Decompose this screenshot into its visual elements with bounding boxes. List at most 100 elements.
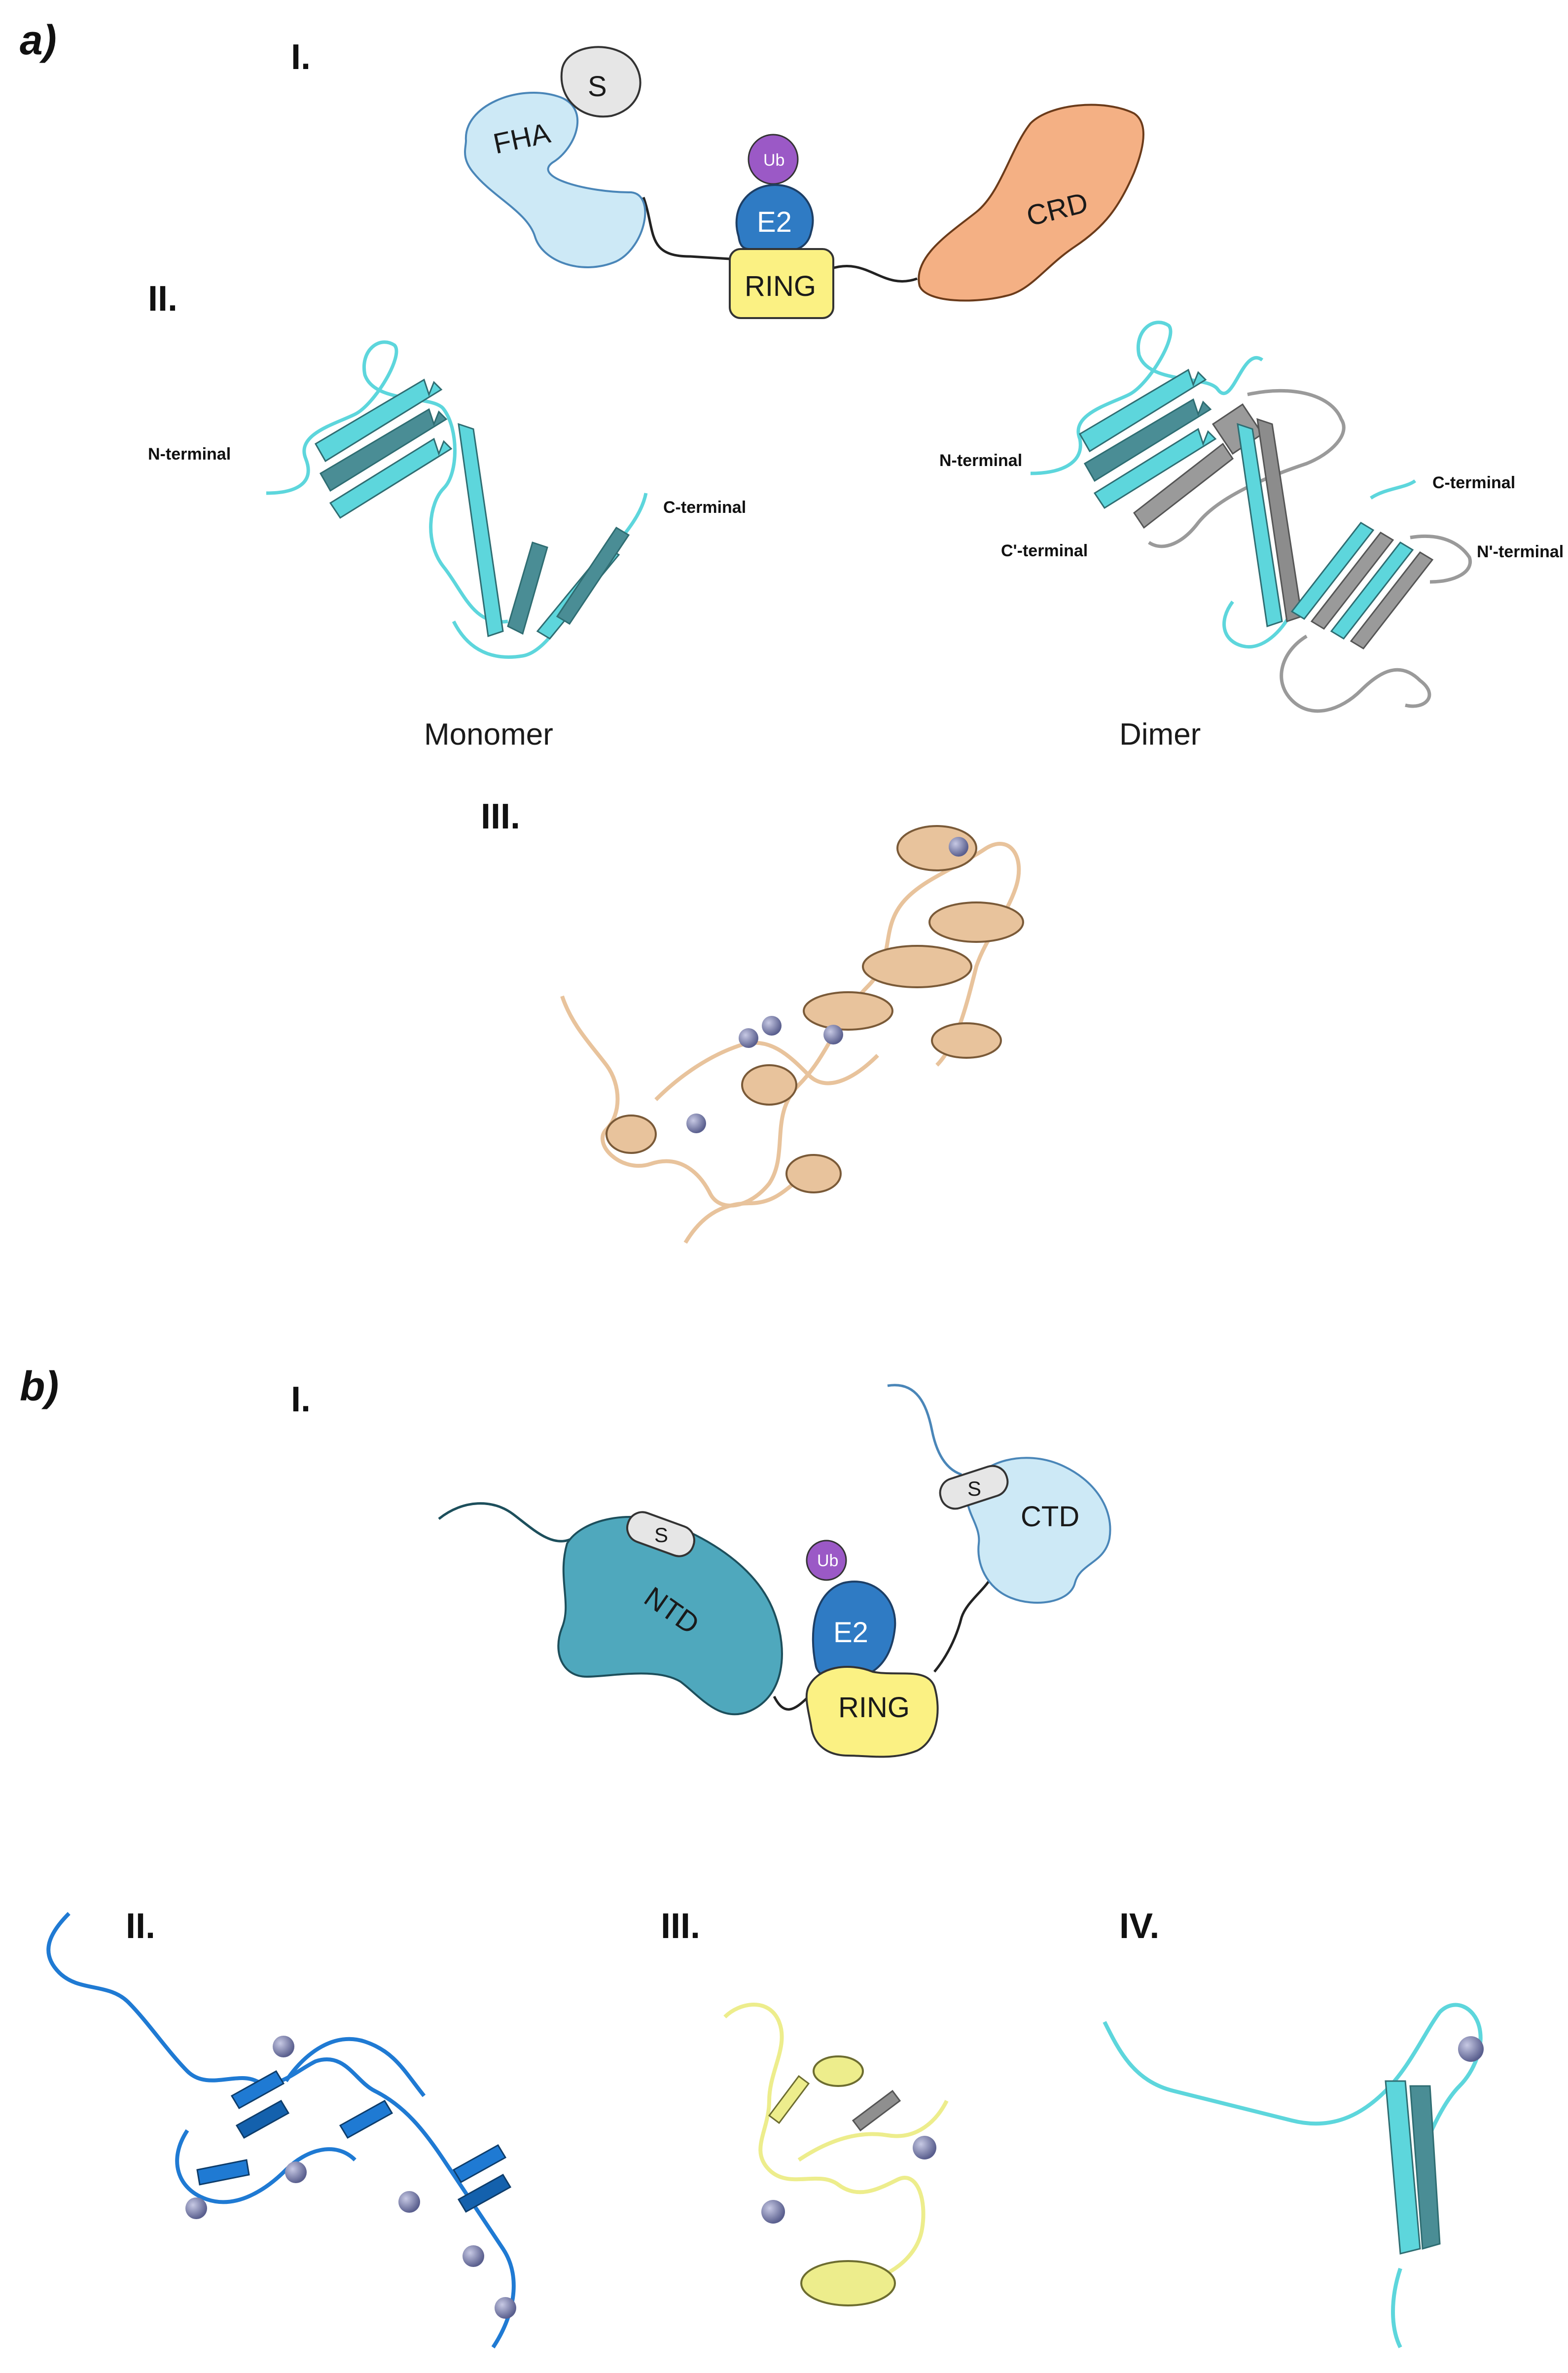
b-III-helix-1: [813, 2055, 864, 2087]
panel-b-II-label: II.: [126, 1906, 155, 1946]
b-IV-zinc-1: [1458, 2036, 1484, 2062]
b-ub-label: Ub: [817, 1551, 838, 1570]
monomer-strand-7: [556, 526, 630, 625]
ring-label: RING: [745, 270, 816, 302]
dimer-loop-gray: [1148, 389, 1346, 548]
s-left-label: S: [654, 1523, 668, 1546]
panel-b-I-label: I.: [291, 1380, 311, 1419]
dimer-strand-7: [1330, 541, 1414, 640]
monomer-strand-2: [319, 408, 448, 492]
s-right-label: S: [967, 1477, 981, 1500]
dimer-strand-gray-2: [1133, 442, 1234, 529]
b-III-coil: [723, 2003, 926, 2285]
b-II-coil-2: [175, 2129, 356, 2204]
a-III-helix-4: [803, 991, 893, 1031]
s-domain: [560, 46, 641, 118]
e2-label: E2: [757, 206, 792, 238]
b-II-strand-2: [235, 2099, 290, 2139]
dimer-strand-1: [1078, 368, 1207, 453]
linker-fha-ring: [642, 197, 730, 260]
b-e2-label: E2: [833, 1617, 868, 1649]
linker-nterm: [438, 1502, 573, 1543]
s-right-domain: [939, 1465, 1009, 1510]
b-III-strand-1: [768, 2075, 810, 2124]
b-II-strand-6: [457, 2173, 512, 2213]
linker-cterm: [887, 1384, 962, 1476]
monomer-strand-3: [329, 437, 453, 519]
a-III-zinc-1: [949, 837, 968, 857]
b-IV-coil-2: [1391, 2267, 1402, 2348]
ctd-label: CTD: [1021, 1501, 1079, 1533]
panel-b-III-structure: [723, 2003, 949, 2306]
dimer-strand-5: [1290, 522, 1375, 620]
ctd-domain: [966, 1457, 1111, 1604]
b-II-coil-3: [284, 2037, 426, 2097]
b-ring-domain: [805, 1666, 939, 1758]
panel-a-I-domain-cartoon: FHA S Ub E2 RING CRD: [464, 46, 1144, 319]
b-II-zinc-4: [398, 2191, 420, 2213]
dimer-caption: Dimer: [1119, 718, 1201, 752]
dimer-loop-cyan-3: [1370, 479, 1417, 500]
dimer-strand-2: [1083, 398, 1212, 482]
dimer-loop-cyan-2: [1222, 600, 1294, 648]
a-III-zinc-4: [823, 1025, 843, 1044]
monomer-structure: [266, 340, 648, 659]
b-II-strand-4: [196, 2159, 250, 2186]
b-IV-coil: [1103, 2003, 1483, 2161]
monomer-strand-5: [507, 541, 548, 635]
monomer-n-terminal: N-terminal: [148, 445, 231, 464]
b-III-coil-2: [797, 2100, 949, 2162]
panel-b-label: b): [20, 1363, 59, 1409]
a-III-zinc-5: [686, 1114, 706, 1133]
b-II-strand-5: [452, 2144, 507, 2184]
panel-b-IV-label: IV.: [1119, 1906, 1159, 1946]
b-ring-label: RING: [838, 1691, 910, 1724]
dimer-n-prime-terminal: N'-terminal: [1477, 542, 1564, 561]
b-II-zinc-3: [185, 2197, 207, 2219]
linker-ntd-ring: [773, 1695, 810, 1711]
b-II-strand-3: [339, 2099, 393, 2139]
dimer-strand-3: [1093, 428, 1217, 509]
ub-circle: [748, 134, 799, 185]
monomer-c-terminal: C-terminal: [663, 498, 746, 517]
a-III-zinc-2: [762, 1016, 782, 1036]
dimer-loop-gray-2: [1280, 635, 1431, 713]
b-II-strand-1: [230, 2070, 285, 2110]
b-III-helix-2: [800, 2260, 896, 2306]
b-ub-circle: [806, 1540, 847, 1581]
a-III-helix-8: [785, 1154, 842, 1193]
panel-a-label: a): [20, 17, 57, 63]
linker-ring-ctd: [933, 1577, 993, 1673]
a-III-helix-6: [741, 1064, 797, 1106]
a-III-zinc-3: [739, 1028, 758, 1048]
dimer-strand-6: [1310, 532, 1394, 630]
dimer-strand-8: [1350, 551, 1434, 649]
monomer-strand-4: [458, 423, 504, 637]
b-II-zinc-6: [495, 2297, 516, 2319]
a-III-helix-5: [931, 1022, 1002, 1059]
dimer-n-terminal: N-terminal: [939, 451, 1022, 470]
b-II-zinc-5: [463, 2245, 484, 2267]
dimer-loop-cyan: [1030, 321, 1264, 475]
fha-domain: [464, 92, 646, 268]
b-III-strand-2: [852, 2089, 901, 2132]
panel-b-I-domain-cartoon: NTD S Ub E2 RING CTD S: [438, 1384, 1111, 1758]
panel-a-III-label: III.: [481, 797, 520, 836]
b-IV-strand-2: [1409, 2085, 1441, 2250]
dimer-structure: [1030, 321, 1472, 713]
a-III-helix-2: [928, 901, 1024, 943]
a-III-coil-2: [654, 1041, 879, 1101]
b-III-zinc-2: [761, 2200, 785, 2224]
panel-a-II-label: II.: [148, 279, 178, 319]
b-II-coil: [46, 1912, 516, 2349]
s-label: S: [588, 71, 607, 103]
a-III-helix-7: [606, 1115, 657, 1154]
panel-b-III-label: III.: [661, 1906, 700, 1946]
panel-a-I-label: I.: [291, 37, 311, 77]
s-left-domain: [626, 1511, 695, 1557]
ub-label: Ub: [763, 151, 784, 170]
b-III-zinc-1: [913, 2136, 936, 2159]
crd-domain: [918, 104, 1144, 302]
b-II-zinc-1: [273, 2036, 294, 2057]
dimer-strand-4: [1237, 423, 1283, 627]
